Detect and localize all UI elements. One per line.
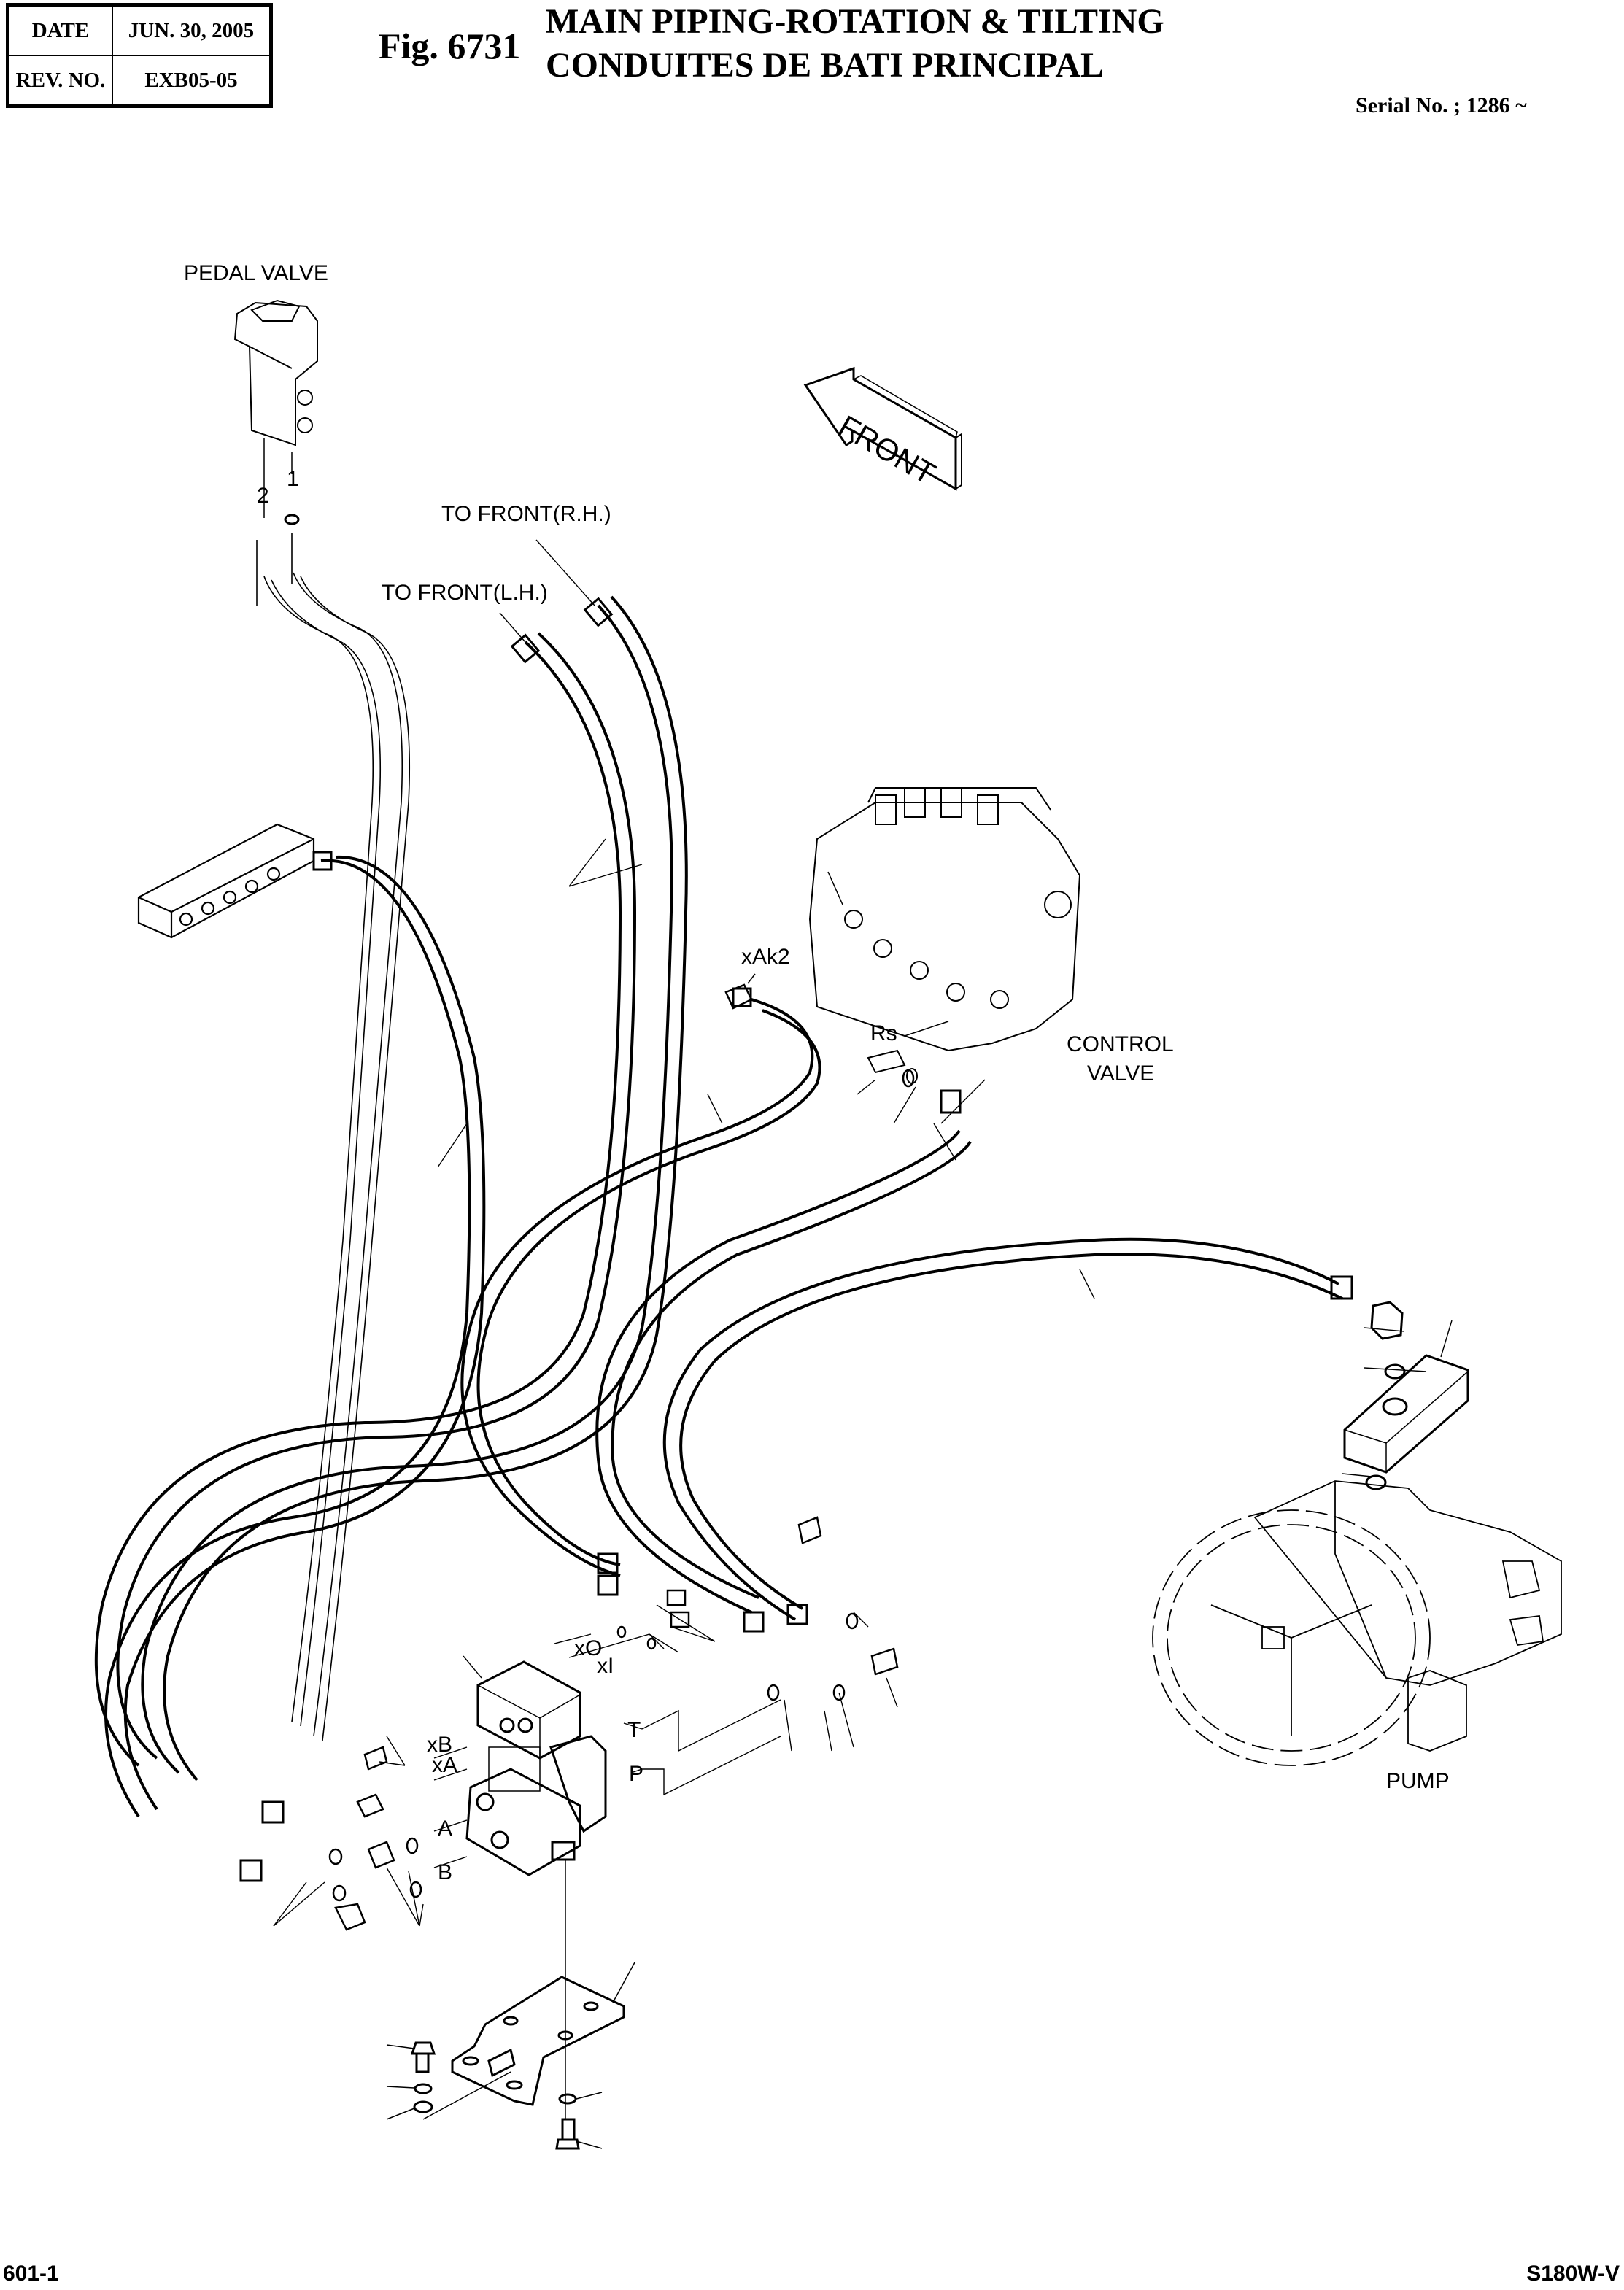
xak2-port-label: xAk2 bbox=[741, 945, 790, 969]
pump-label: PUMP bbox=[1386, 1769, 1450, 1793]
page-number: 601-1 bbox=[3, 2262, 59, 2286]
figure-number: Fig. 6731 bbox=[379, 26, 521, 66]
leader-lines bbox=[273, 539, 1453, 1927]
port-1-label: 1 bbox=[287, 467, 299, 491]
xak2-fitting bbox=[724, 973, 756, 1010]
serial-number: Serial No. ; 1286 ~ bbox=[1356, 93, 1527, 117]
to-front-lh-label: TO FRONT(L.H.) bbox=[382, 581, 548, 605]
xi-port-label: xI bbox=[597, 1654, 614, 1678]
date-label: DATE bbox=[7, 4, 113, 56]
rotation-tilting-valve bbox=[465, 1660, 607, 2021]
bolts-and-washers bbox=[386, 2021, 603, 2150]
to-front-rh-label: TO FRONT(R.H.) bbox=[441, 502, 611, 526]
xo-port-label: xO bbox=[574, 1636, 603, 1660]
rs-port-label: Rs bbox=[870, 1021, 897, 1045]
model-number: S180W-V bbox=[1526, 2262, 1620, 2286]
front-arrow bbox=[803, 366, 962, 491]
title-french: CONDUITES DE BATI PRINCIPAL bbox=[546, 46, 1104, 85]
pedal-valve-label: PEDAL VALVE bbox=[184, 261, 328, 285]
hoses bbox=[94, 595, 1343, 1818]
xa-port-label: xA bbox=[432, 1753, 458, 1777]
manifold-block bbox=[137, 823, 315, 939]
pump-drawing bbox=[1152, 1480, 1562, 1766]
control-valve-label-line1: CONTROL bbox=[1067, 1032, 1174, 1056]
rev-value: EXB05-05 bbox=[112, 55, 272, 107]
t-port-label: T bbox=[627, 1718, 641, 1742]
a-port-label: A bbox=[438, 1817, 453, 1841]
control-valve-drawing bbox=[808, 787, 1081, 1084]
pump-manifold bbox=[1343, 1301, 1469, 1490]
revision-table: DATE JUN. 30, 2005 REV. NO. EXB05-05 bbox=[6, 3, 273, 108]
p-port-label: P bbox=[629, 1762, 644, 1786]
b-port-label: B bbox=[438, 1860, 453, 1884]
pilot-lines bbox=[256, 533, 411, 1741]
xb-port-label: xB bbox=[427, 1733, 453, 1757]
date-value: JUN. 30, 2005 bbox=[112, 4, 272, 56]
mounting-bracket bbox=[451, 1962, 635, 2106]
port-2-label: 2 bbox=[257, 484, 269, 508]
title-english: MAIN PIPING-ROTATION & TILTING bbox=[546, 2, 1164, 41]
hose-fittings bbox=[239, 597, 1353, 1882]
pedal-valve-drawing bbox=[233, 299, 318, 525]
control-valve-label-line2: VALVE bbox=[1087, 1061, 1155, 1086]
rev-label: REV. NO. bbox=[7, 55, 113, 107]
fittings-and-orings bbox=[328, 1069, 915, 1931]
